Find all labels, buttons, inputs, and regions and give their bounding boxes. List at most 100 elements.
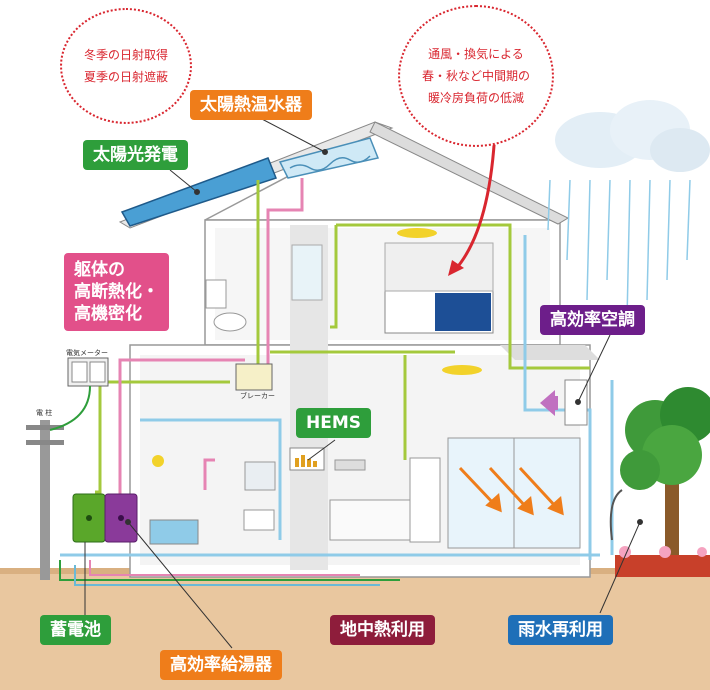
window-glass [435, 293, 491, 331]
underground-pipes [59, 560, 400, 586]
hems-bar-4 [313, 461, 317, 467]
battery-indicator [86, 515, 92, 521]
kitchen-counter [329, 499, 411, 541]
rain-cloud [555, 100, 710, 172]
leader-lines [84, 117, 643, 649]
breaker-box [235, 363, 273, 391]
ventilation-bubble: 通風・換気による 春・秋など中間期の 暖冷房負荷の低減 [398, 5, 554, 147]
meter-dial-2 [89, 361, 106, 383]
leader-rainwater [599, 521, 641, 614]
fridge [409, 457, 441, 543]
geothermal-label: 地中熱利用 [330, 615, 435, 645]
rain-4 [606, 179, 611, 281]
rain-3 [586, 179, 591, 301]
sun-arrow-2 [488, 466, 529, 510]
sun-arrow-head-3 [547, 496, 564, 516]
leader-rainwater-dot [637, 519, 643, 525]
bath-light [152, 455, 164, 467]
leader-solar-pv [169, 169, 198, 193]
bathtub [149, 519, 199, 545]
hems-bar-3 [307, 459, 311, 467]
rain-2 [566, 179, 571, 261]
sun-arrow-head-1 [485, 493, 502, 513]
meter-wire [49, 385, 91, 431]
flower-2 [639, 542, 651, 554]
rainwater-label: 雨水再利用 [508, 615, 613, 645]
upper-window-small [291, 244, 323, 301]
leader-solar-water-dot [322, 149, 328, 155]
sun-arrow-3 [518, 466, 559, 510]
aircon-label: 高効率空調 [540, 305, 645, 335]
pipe-green-5 [95, 380, 230, 494]
sunlight-arrows [458, 466, 564, 516]
ceiling-lamp-upper [397, 228, 437, 238]
leader-water-heater [127, 521, 233, 649]
pipe-green-3 [336, 223, 590, 370]
hems-bar-2 [301, 455, 305, 467]
tree-trunk [665, 470, 679, 560]
upper-inner-shade [215, 228, 550, 340]
ground-pipe-3 [89, 560, 360, 576]
rain-1 [547, 179, 551, 231]
leader-water-heater-dot [125, 519, 131, 525]
sun-control-bubble: 冬季の日射取得 夏季の日射遮蔽 [60, 8, 192, 124]
flower-bed [615, 555, 710, 577]
leader-aircon [577, 334, 611, 403]
hems-bar-1 [295, 458, 299, 467]
pipe-pink-2 [118, 358, 245, 500]
rain-7 [666, 179, 671, 281]
rain-8 [686, 179, 691, 261]
utility-pole-arm-2 [26, 440, 64, 445]
leader-solar-pv-dot [194, 189, 200, 195]
toilet-tank [205, 279, 227, 309]
utility-pole-arm [26, 425, 64, 430]
meter-caption: 電気メーター [66, 349, 108, 357]
pipe-blue-house [140, 418, 282, 540]
bath-mirror [244, 461, 276, 491]
breaker-caption: ブレーカー [240, 392, 275, 400]
leader-hems [307, 439, 336, 461]
cloud-part-3 [650, 128, 710, 172]
pipe-pink-3 [203, 458, 215, 490]
ground-pipe-2 [74, 565, 380, 586]
flower-4 [679, 542, 691, 554]
toilet-bowl [213, 312, 247, 332]
ventilation-arrow [453, 129, 497, 271]
sun-arrow-head-2 [517, 496, 534, 516]
solar-power-label: 太陽光発電 [83, 140, 188, 170]
solar-water-heater-panel [278, 137, 380, 179]
pink-pipes [118, 178, 304, 500]
solar-water-wave [289, 155, 371, 171]
rain-drops [547, 179, 691, 321]
hems-label: HEMS [296, 408, 372, 438]
roof-right [369, 121, 570, 225]
utility-pole [40, 420, 50, 580]
pole-caption: 電 柱 [36, 409, 53, 417]
water-heater-indicator [118, 515, 124, 521]
meter-dial-1 [71, 361, 88, 383]
leader-solar-water [259, 117, 326, 153]
washbasin [243, 509, 275, 531]
insulation-label: 躯体の 高断熱化・ 高機密化 [64, 253, 169, 331]
flower-3 [659, 546, 671, 558]
ventilation-arrow-head [448, 260, 464, 276]
window-blind [384, 242, 494, 292]
range-hood [334, 459, 366, 471]
aircon-airflow-body [548, 396, 558, 410]
green-pipes [95, 180, 590, 494]
tree-foliage-4 [620, 450, 660, 490]
water-heater-label: 高効率給湯器 [160, 650, 282, 680]
ceiling-lamp-lower [442, 365, 482, 375]
rain-5 [626, 179, 631, 321]
battery-label: 蓄電池 [40, 615, 111, 645]
rain-6 [646, 179, 651, 301]
lower-eave [500, 345, 600, 360]
pipe-pink-1 [266, 178, 304, 365]
sun-arrow-1 [458, 466, 497, 507]
solar-water-heater-label: 太陽熱温水器 [190, 90, 312, 120]
ground-pipe-1 [59, 560, 400, 581]
leader-aircon-dot [575, 399, 581, 405]
garden-hose [609, 489, 623, 541]
